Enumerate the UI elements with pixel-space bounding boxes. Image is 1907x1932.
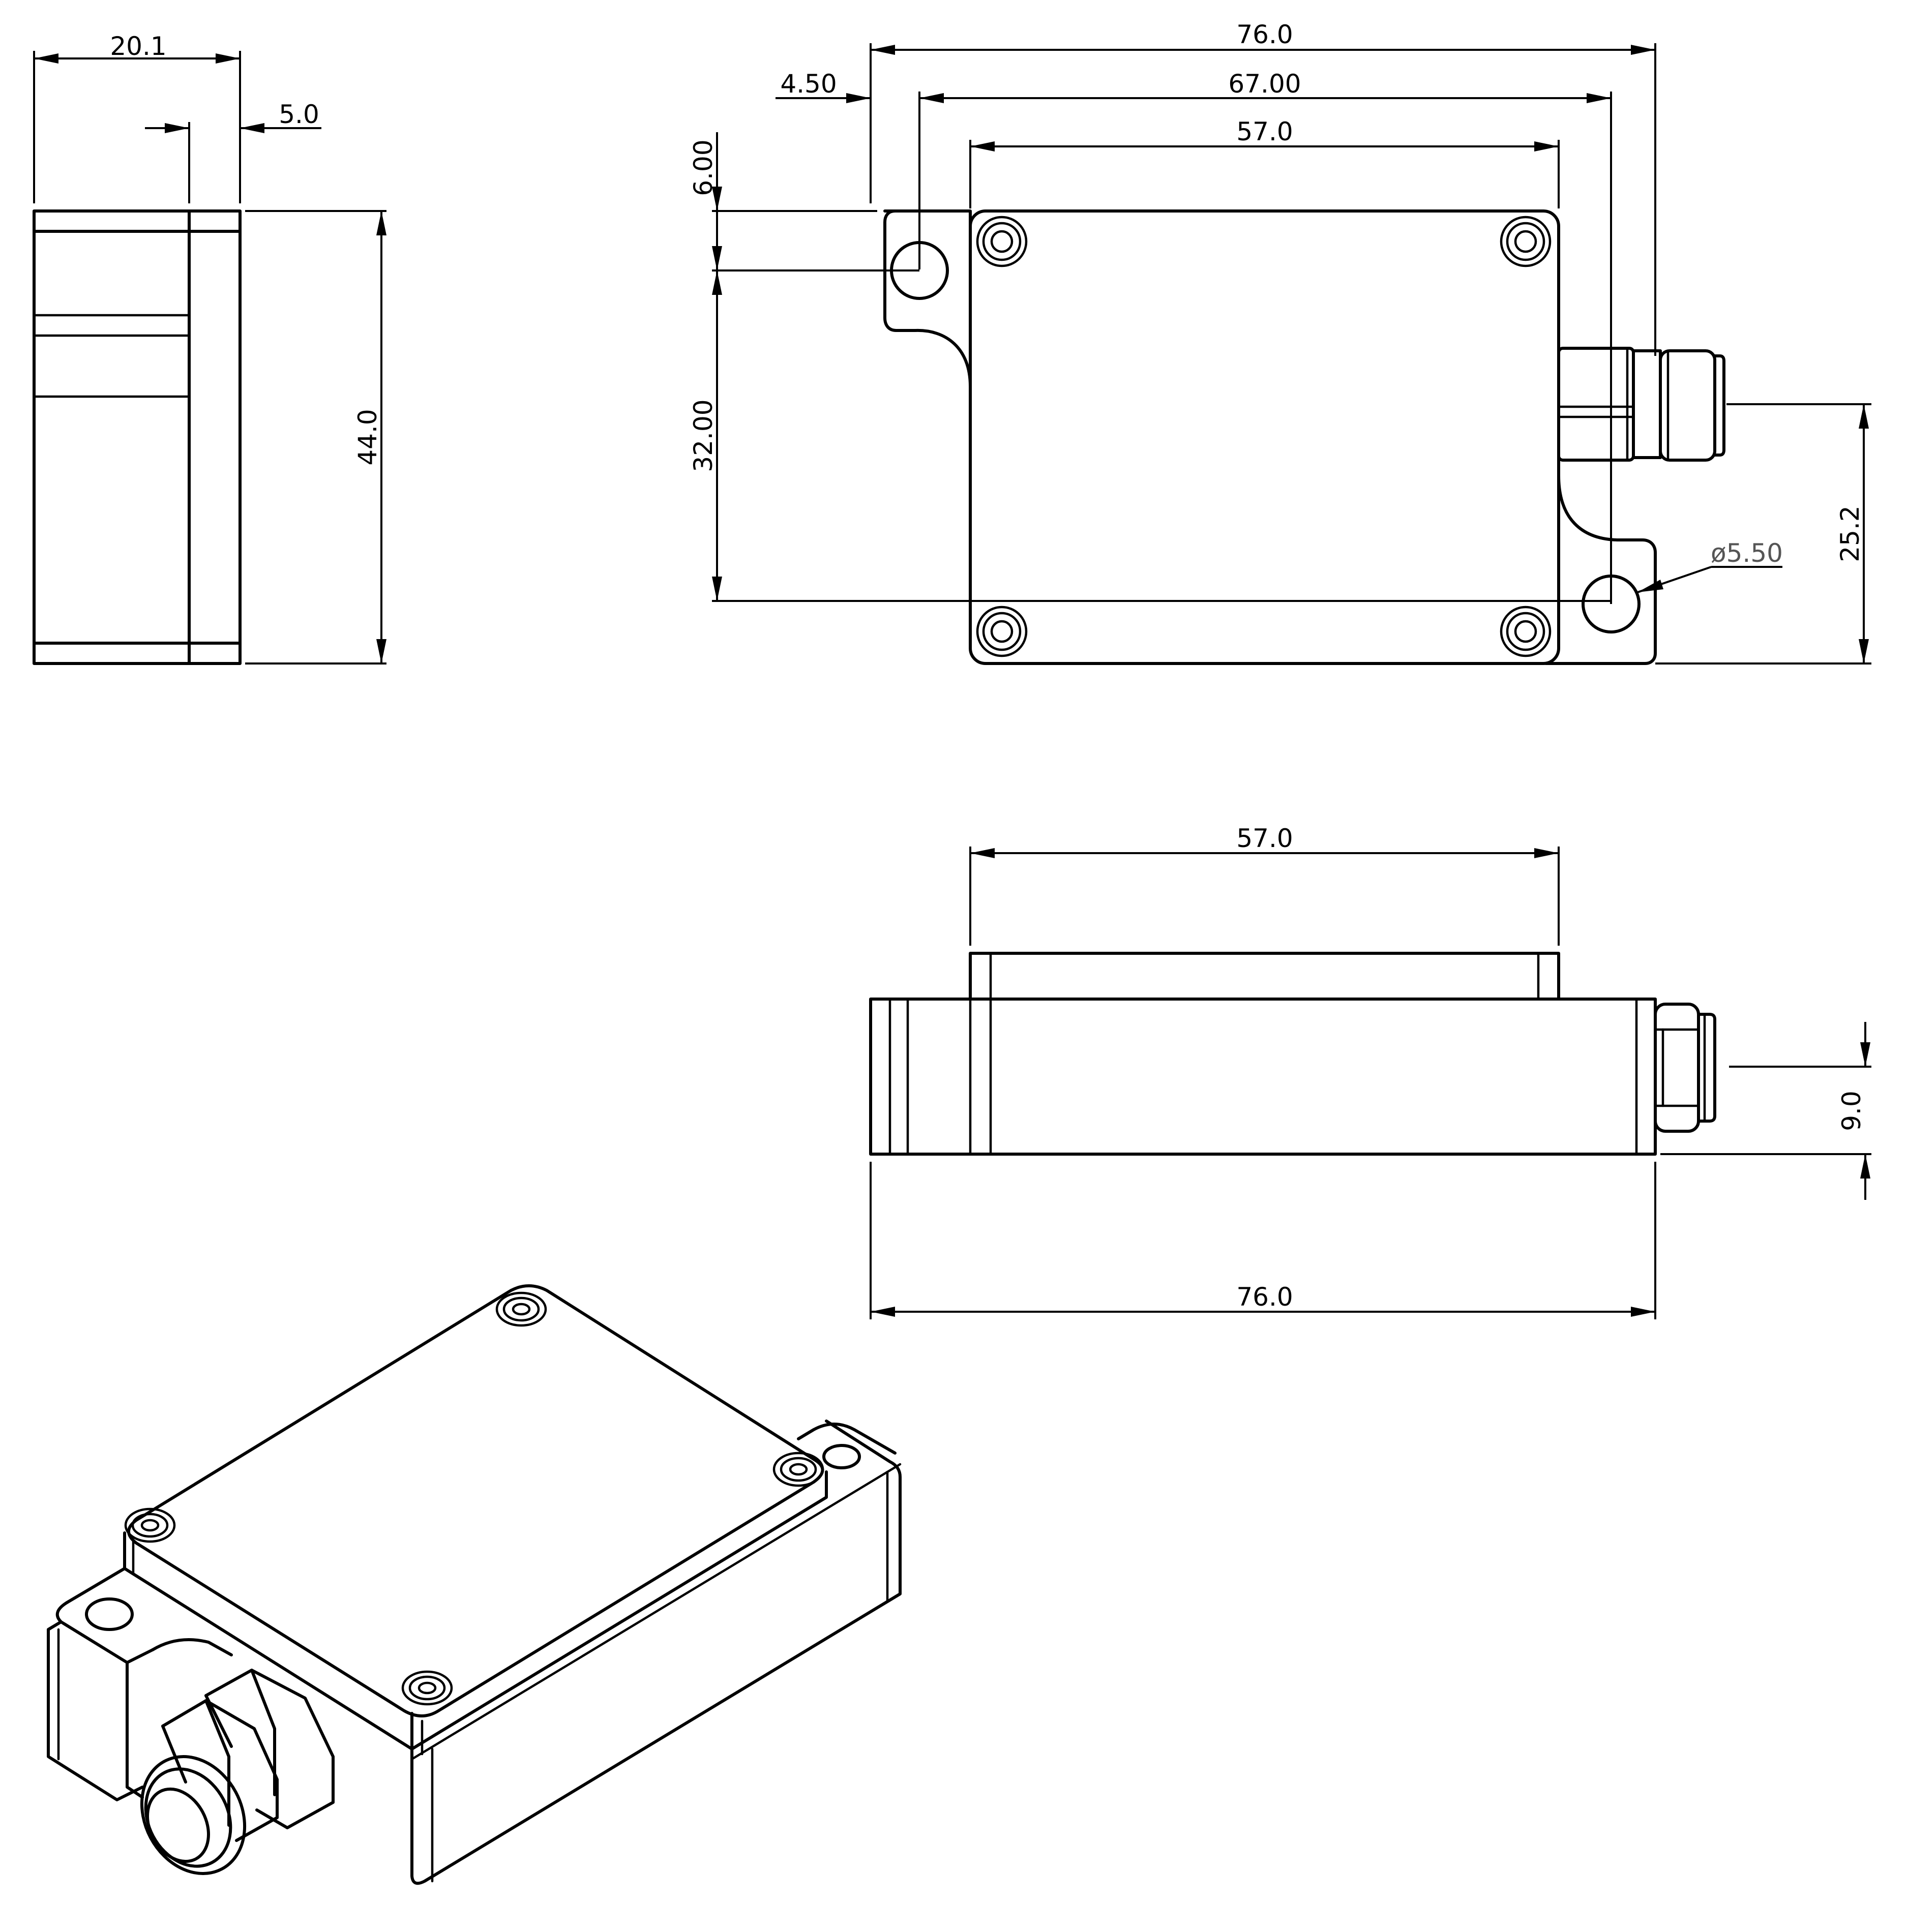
iso-screw-4-icon [401,1670,453,1706]
cable-gland-top-icon [1557,347,1725,462]
top-lid-length-label: 57.0 [1236,117,1293,146]
top-view-base-plate [883,209,972,388]
front-gland-center-label: 9.0 [1837,1091,1866,1131]
top-overall-length-dimension: 76.0 [870,20,1656,356]
side-view: 20.1 5.0 44.0 [33,32,386,665]
side-view-body [33,209,242,665]
front-overall-length-dimension: 76.0 [870,1162,1656,1319]
top-hole-top-offset-label: 6.00 [689,139,718,196]
top-lid-length-dimension: 57.0 [969,117,1560,208]
iso-screw-2-icon [772,1452,824,1487]
iso-cable-gland-icon [140,1669,335,1875]
front-view: 57.0 76.0 9.0 [869,824,1871,1319]
iso-body [410,1420,902,1885]
iso-mounting-ear-left [47,1567,144,1801]
side-height-dimension: 44.0 [245,210,386,665]
iso-mounting-ear-right [797,1423,897,1455]
top-hole-spacing-dimension: 67.00 [918,69,1612,604]
side-width-label: 20.1 [110,32,166,61]
side-height-label: 44.0 [353,409,382,465]
front-view-lid [969,952,1560,1001]
screw-bottom-right-icon [1501,607,1550,656]
top-hole-offset-dimension: 4.50 [776,69,871,103]
iso-screw-1-icon [495,1291,547,1327]
side-lip-label: 5.0 [279,100,319,129]
top-vertical-dimensions: 6.00 32.00 [689,132,1611,602]
side-lip-dimension: 5.0 [145,100,321,203]
front-lid-length-label: 57.0 [1236,824,1293,853]
side-width-dimension: 20.1 [33,32,241,203]
top-hole-spacing-label: 67.00 [1228,69,1301,99]
hole-diameter-callout: ø5.50 [1637,538,1783,593]
top-gland-height-label: 25.2 [1835,505,1865,562]
screw-bottom-left-icon [977,607,1026,656]
front-lid-length-dimension: 57.0 [969,824,1560,946]
top-view: 76.0 67.00 57.0 4.50 [689,20,1871,665]
screw-top-left-icon [977,217,1026,266]
front-view-body [869,998,1657,1156]
cable-gland-front-icon [1654,1003,1716,1133]
top-gland-height-dimension: 25.2 [1655,403,1871,665]
front-gland-center-dimension: 9.0 [1660,1022,1871,1200]
isometric-view [47,1284,902,1885]
top-overall-length-label: 76.0 [1236,20,1293,49]
top-hole-vertical-spacing-label: 32.00 [689,399,718,472]
iso-screw-3-icon [124,1507,176,1543]
hole-diameter-label: ø5.50 [1711,538,1783,568]
iso-lid-top [127,1284,824,1717]
top-view-lid [969,209,1560,665]
front-overall-length-label: 76.0 [1236,1282,1293,1312]
screw-top-right-icon [1501,217,1550,266]
top-hole-offset-label: 4.50 [780,69,837,99]
